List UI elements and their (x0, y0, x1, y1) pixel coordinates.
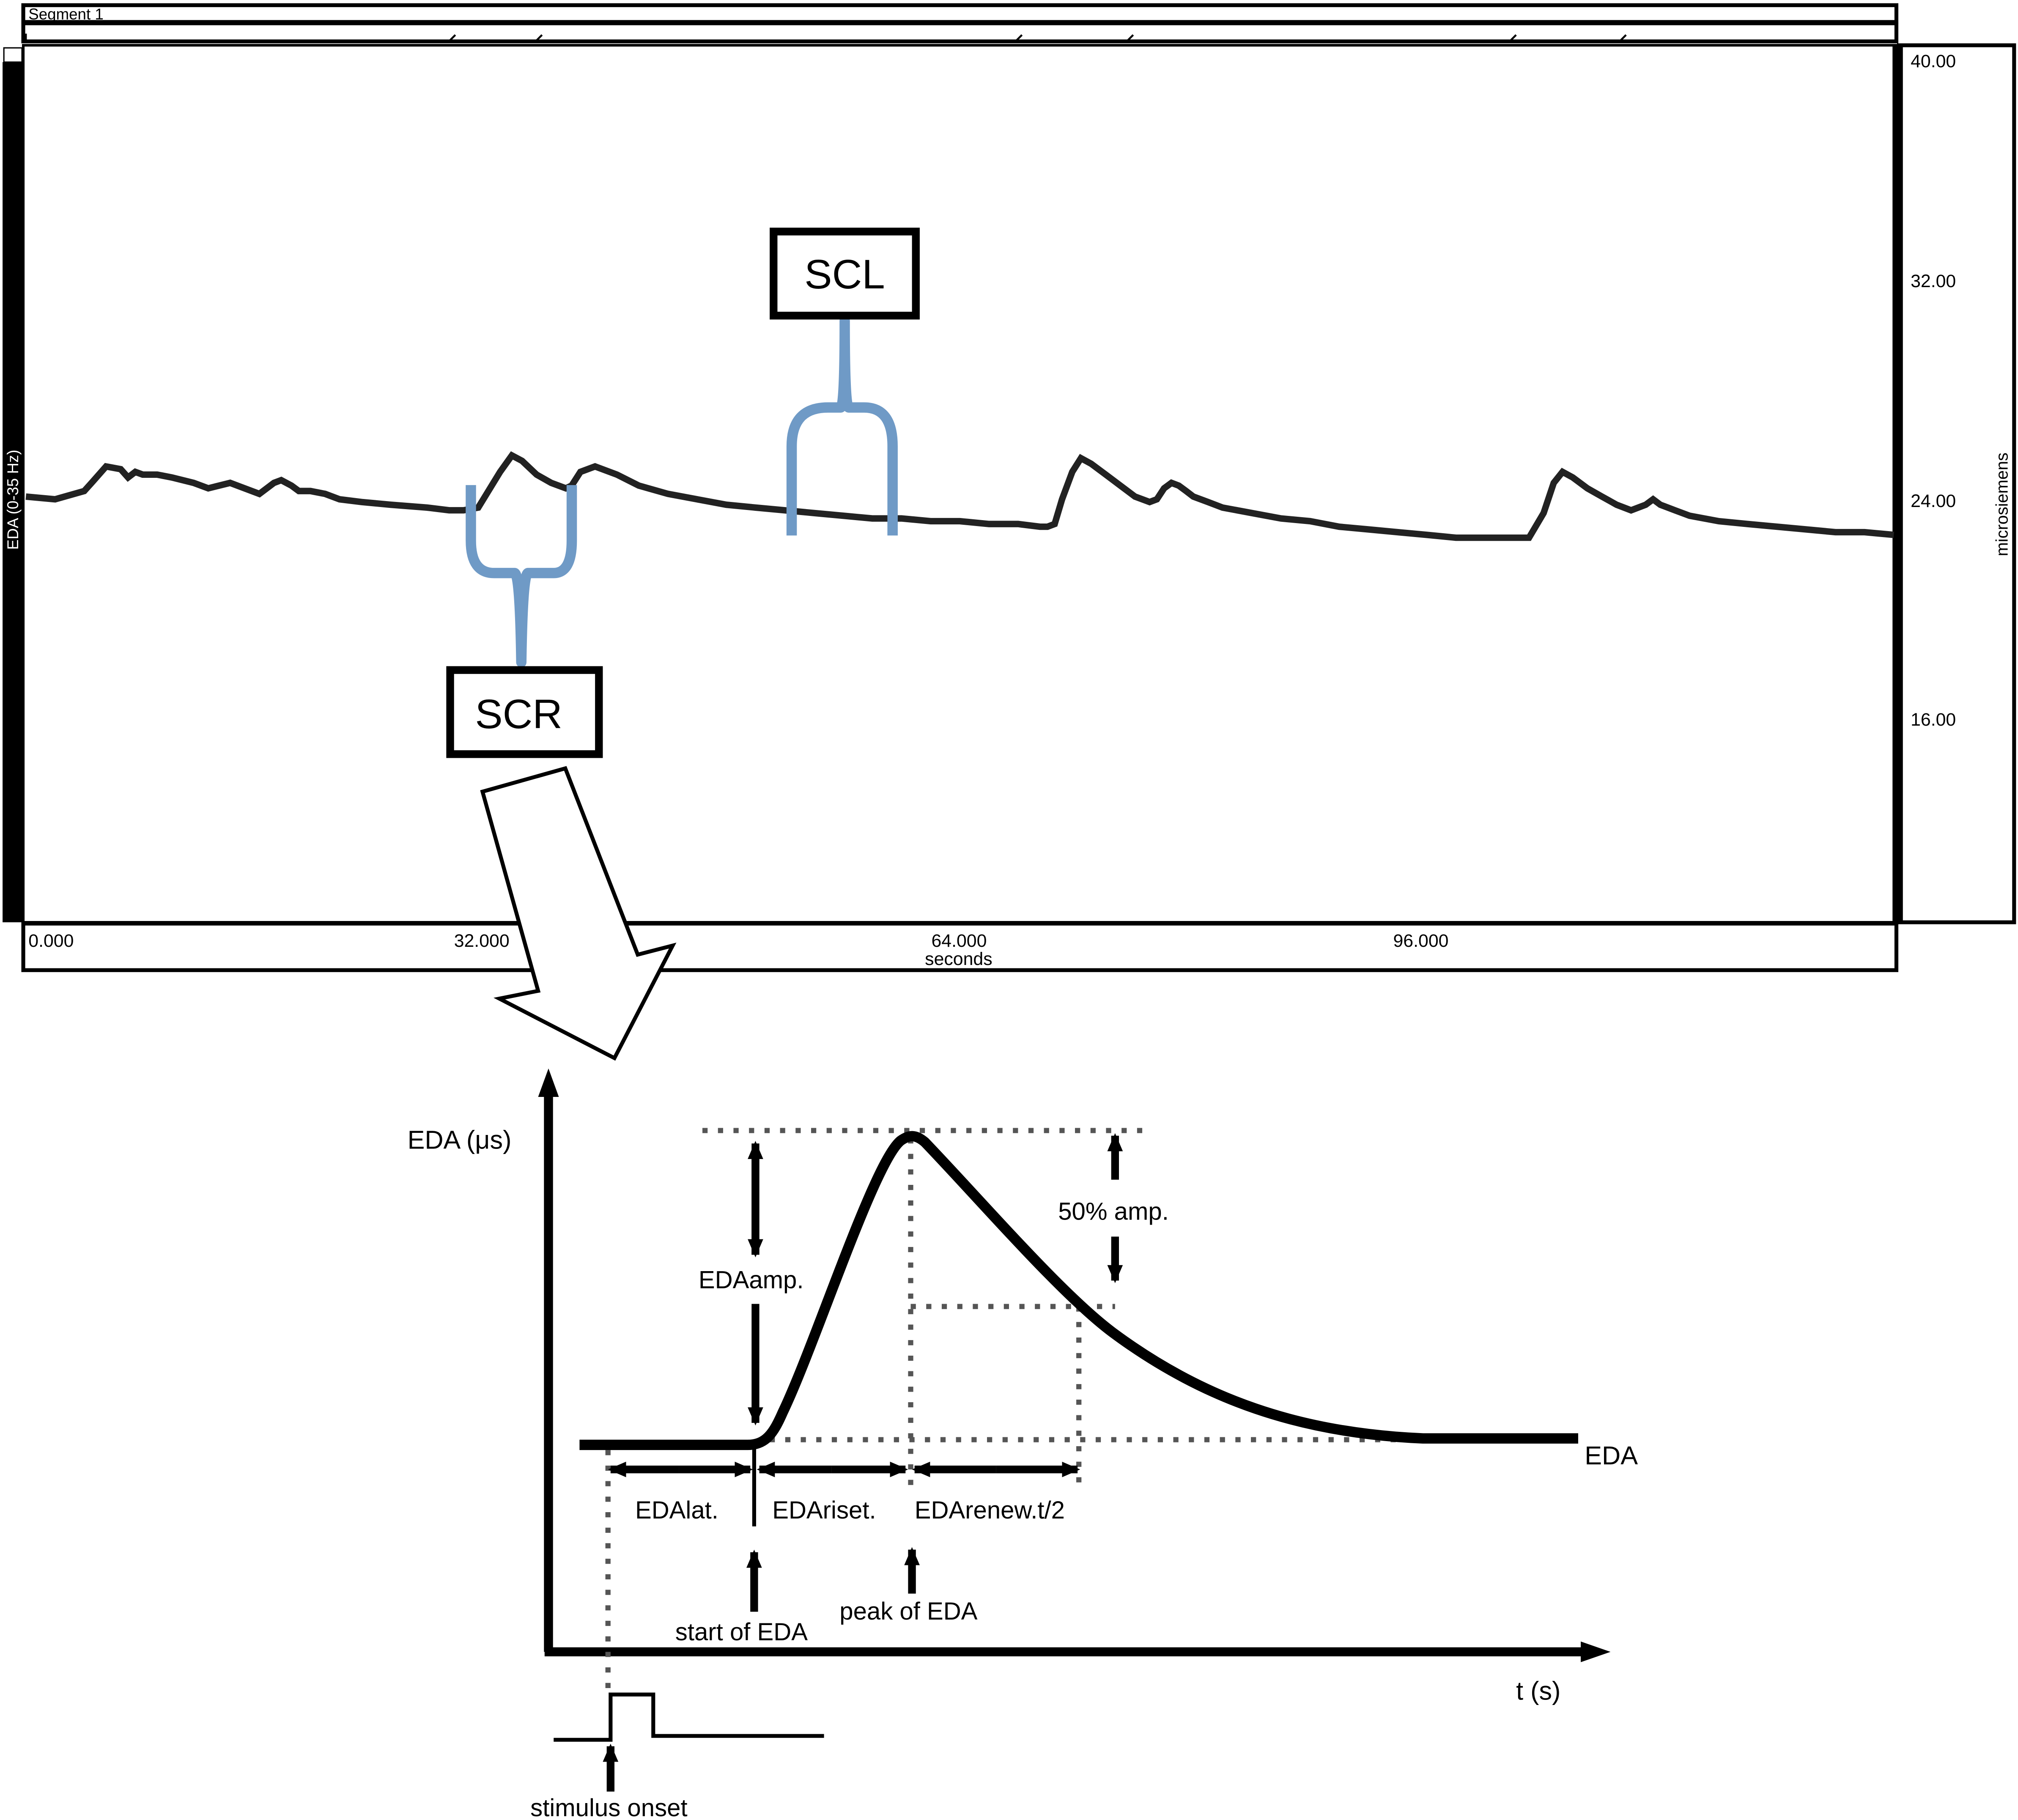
x-tick-label: 0.000 (28, 931, 74, 951)
schematic-y-axis-arrowhead (538, 1068, 559, 1097)
y-tick-label: 32.00 (1911, 271, 1956, 291)
segment-label: Segment 1 (28, 5, 103, 23)
zoom-pointer-arrow (480, 766, 677, 1061)
stimulus-label: stimulus onset (530, 1794, 687, 1820)
plot-area (22, 44, 1898, 924)
x-tick-label: 64.000 (931, 931, 987, 951)
stimulus-trace (554, 1692, 824, 1742)
event-marker (449, 34, 456, 41)
y-axis-panel (1897, 43, 2016, 924)
unit-label: microsiemens (1993, 452, 2012, 556)
segment-bar (21, 3, 1899, 24)
scl-brace (786, 315, 898, 536)
event-marker (1620, 34, 1627, 41)
recording-panel: Segment 1 EDA (0-35 Hz) 40.00 32.00 24.0… (3, 3, 2016, 1061)
schematic-y-axis-label: EDA (μs) (408, 1125, 512, 1154)
scl-callout-box (770, 228, 920, 320)
latency-label: EDAlat. (635, 1497, 718, 1524)
x-tick-label: 32.000 (454, 931, 510, 951)
scl-callout-label: SCL (804, 251, 885, 297)
channel-menu-button[interactable] (3, 47, 23, 63)
renewal-time-label: EDArenew.t/2 (915, 1497, 1065, 1524)
x-tick-label: 96.000 (1393, 931, 1449, 951)
y-tick-label: 24.00 (1911, 491, 1956, 511)
y-tick-label: 16.00 (1911, 710, 1956, 730)
rise-time-label: EDAriset. (772, 1497, 876, 1524)
scr-brace (466, 485, 577, 668)
scr-callout-label: SCR (475, 691, 562, 737)
schematic-x-axis-arrowhead (1581, 1641, 1611, 1662)
start-label: start of EDA (675, 1618, 808, 1646)
event-marker (1016, 34, 1023, 41)
curve-label: EDA (1585, 1441, 1638, 1470)
event-marker (1510, 34, 1517, 41)
scr-curve (579, 1131, 1578, 1450)
channel-label: EDA (0-35 Hz) (4, 450, 22, 550)
amp-label: EDAamp. (699, 1266, 804, 1294)
eda-trace (25, 451, 1895, 541)
scr-callout-box (446, 666, 603, 758)
event-marker (1127, 34, 1134, 41)
channel-strip (3, 62, 22, 923)
peak-label: peak of EDA (839, 1598, 977, 1625)
schematic-x-axis-label: t (s) (1516, 1677, 1560, 1705)
event-marker (536, 34, 543, 41)
x-unit-label: seconds (925, 949, 992, 969)
half-amp-label: 50% amp. (1058, 1198, 1169, 1225)
event-markers (25, 33, 1627, 41)
x-axis-panel (21, 921, 1899, 972)
scr-schematic: EDA (μs) t (s) EDA EDAamp. 50% amp. (408, 1068, 1638, 1820)
y-tick-label: 40.00 (1911, 51, 1956, 71)
event-marker-strip (21, 21, 1899, 44)
